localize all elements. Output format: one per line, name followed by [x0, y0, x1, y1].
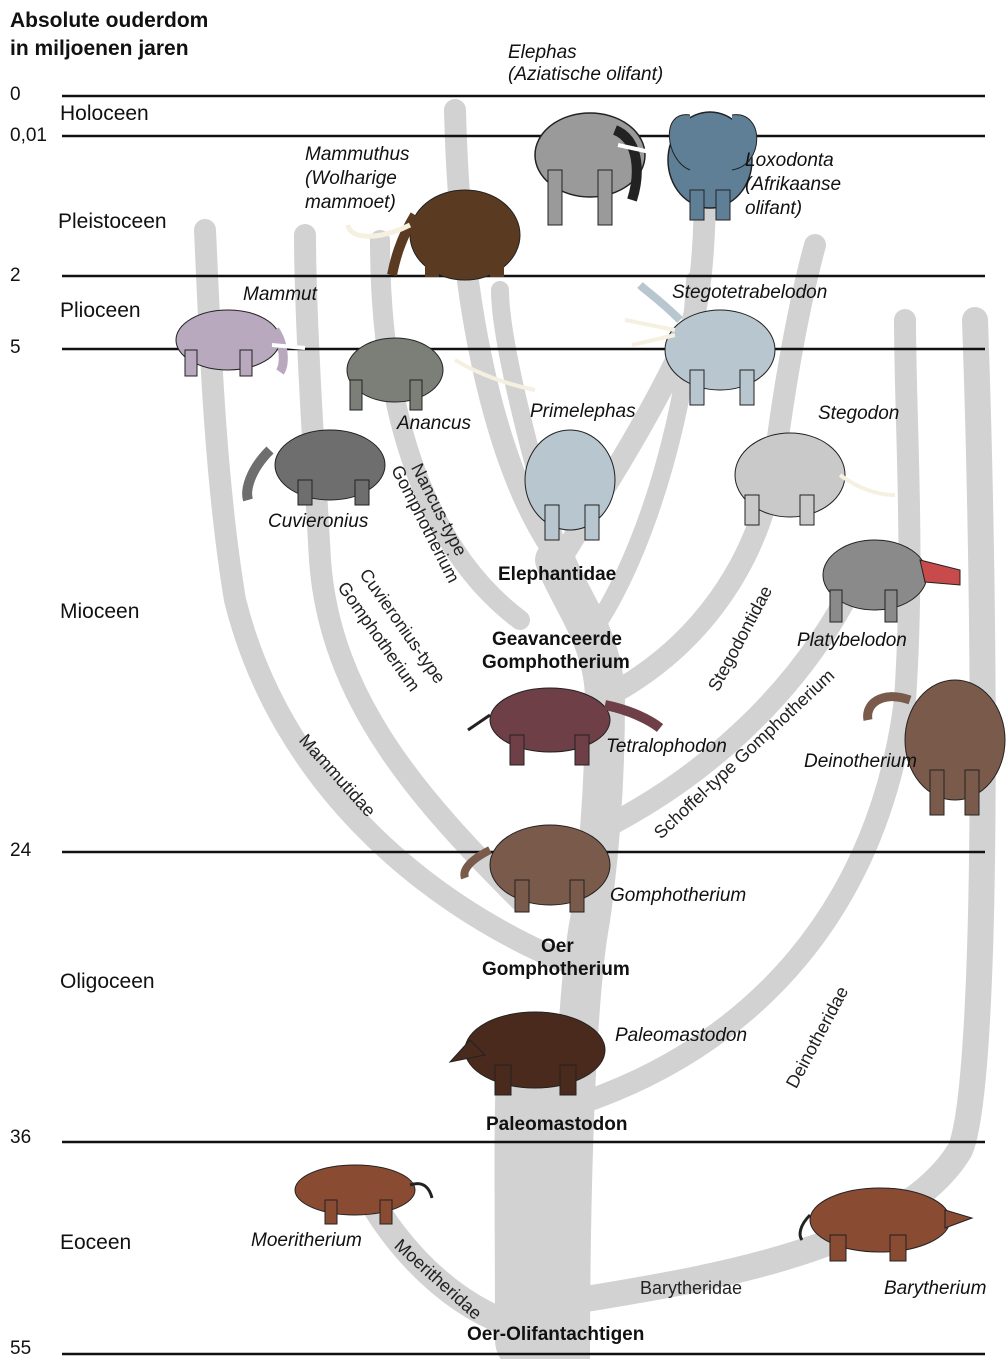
label-mammuthus-common2: mammoet)	[305, 192, 396, 214]
label-mammuthus-common1: (Wolharige	[305, 168, 397, 190]
group-elephantidae: Elephantidae	[498, 564, 616, 586]
age-label-36: 36	[10, 1127, 31, 1149]
label-barytherium: Barytherium	[884, 1278, 986, 1300]
label-paleomastodon-species: Paleomastodon	[615, 1025, 747, 1047]
label-primelephas: Primelephas	[530, 401, 636, 423]
age-label-2: 2	[10, 265, 21, 287]
label-gomphotherium: Gomphotherium	[610, 885, 746, 907]
group-oer-line1: Oer	[541, 936, 574, 958]
epoch-holoceen: Holoceen	[60, 102, 149, 126]
cuvieronius-figure	[247, 430, 385, 505]
mammut-figure	[176, 310, 305, 376]
label-loxodonta-common1: (Afrikaanse	[745, 174, 841, 196]
label-tetralophodon: Tetralophodon	[606, 736, 727, 758]
epoch-eoceen: Eoceen	[60, 1231, 131, 1255]
group-geavanceerde-line2: Gomphotherium	[482, 652, 630, 674]
group-geavanceerde-line1: Geavanceerde	[492, 629, 622, 651]
epoch-plioceen: Plioceen	[60, 299, 141, 323]
label-anancus: Anancus	[397, 413, 471, 435]
label-mammut: Mammut	[243, 284, 317, 306]
label-cuvieronius: Cuvieronius	[268, 511, 368, 533]
group-paleomastodon: Paleomastodon	[486, 1114, 627, 1136]
moeritherium-figure	[295, 1165, 432, 1224]
epoch-mioceen: Mioceen	[60, 600, 139, 624]
axis-title-line2: in miljoenen jaren	[10, 37, 189, 61]
age-label-0: 0	[10, 84, 21, 106]
label-loxodonta-common2: olifant)	[745, 198, 802, 220]
label-loxodonta: Loxodonta	[745, 150, 834, 172]
branch-barytheridae: Barytheridae	[640, 1278, 742, 1299]
axis-title-line1: Absolute ouderdom	[10, 9, 208, 33]
label-elephas: Elephas	[508, 42, 577, 64]
elephas-figure	[535, 113, 650, 225]
age-label-001: 0,01	[10, 125, 47, 147]
age-label-24: 24	[10, 840, 31, 862]
label-mammuthus: Mammuthus	[305, 144, 410, 166]
group-oer-line2: Gomphotherium	[482, 959, 630, 981]
epoch-oligoceen: Oligoceen	[60, 970, 155, 994]
age-label-55: 55	[10, 1338, 31, 1359]
label-moeritherium: Moeritherium	[251, 1230, 362, 1252]
label-platybelodon: Platybelodon	[797, 630, 907, 652]
age-label-5: 5	[10, 337, 21, 359]
loxodonta-figure	[668, 112, 757, 220]
epoch-pleistoceen: Pleistoceen	[58, 210, 167, 234]
label-deinotherium: Deinotherium	[804, 751, 917, 773]
label-stegodon: Stegodon	[818, 403, 899, 425]
group-oer-olifantachtigen: Oer-Olifantachtigen	[467, 1324, 644, 1346]
stegodon-figure	[735, 433, 895, 525]
label-elephas-common: (Aziatische olifant)	[508, 64, 663, 86]
label-stegotetrabelodon: Stegotetrabelodon	[672, 282, 827, 304]
